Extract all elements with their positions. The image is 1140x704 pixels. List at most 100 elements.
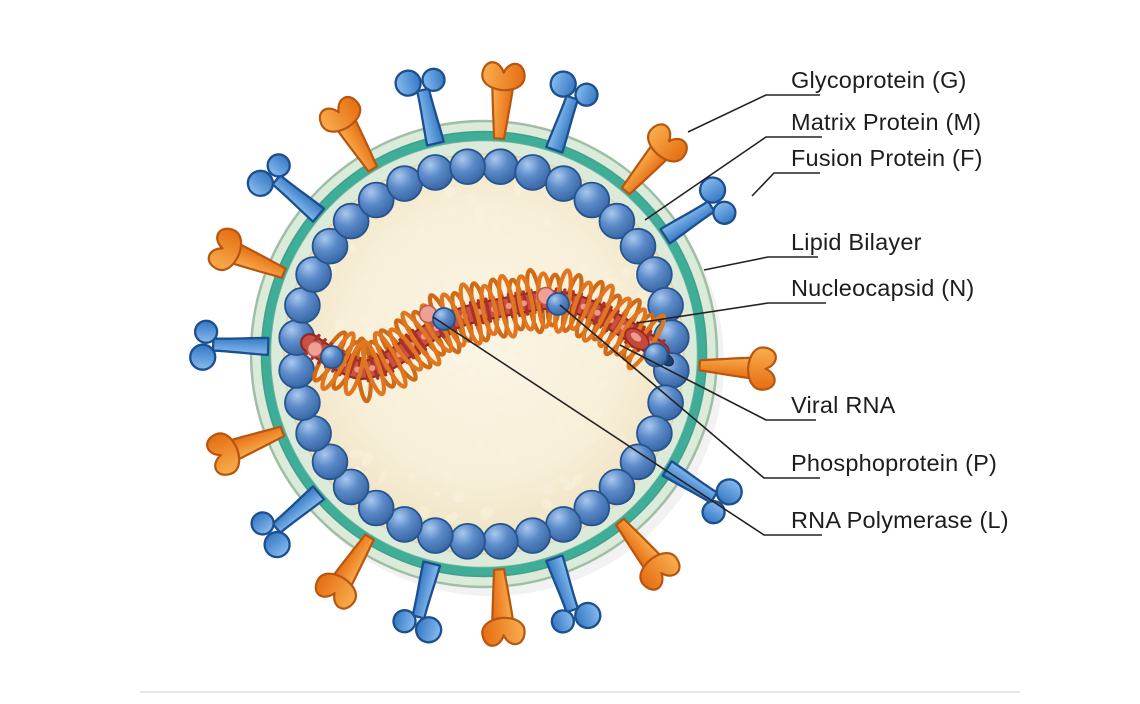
interior-matrix [283,153,685,555]
matrix-protein-sphere [449,522,486,560]
ribbon-highlight [369,365,376,372]
matrix-protein-sphere [449,148,486,186]
matrix-protein-sphere [514,517,551,554]
texture-granule [512,351,525,358]
texture-granule [492,223,502,234]
texture-granule [402,229,410,237]
texture-granule [494,411,508,420]
texture-granule [563,481,577,491]
matrix-protein-sphere [386,165,423,202]
fusion-protein-spike [189,319,270,371]
fusion-head-lobe [550,609,576,634]
nucleocapsid-coil-loop [515,274,536,332]
leader-rna-polymerase [432,316,822,536]
glycoprotein-head [481,61,526,92]
texture-granule [434,278,446,288]
glycoprotein-spike [207,227,287,279]
matrix-protein-sphere [332,468,370,506]
texture-granule [440,470,453,483]
texture-granule [597,380,608,391]
fusion-head-lobe [266,153,291,178]
glycoprotein-spike [481,61,526,140]
texture-granule [443,420,453,429]
phosphoprotein-sphere [320,345,344,369]
capsid-proteins [306,286,674,369]
virus-particle [189,61,777,647]
phosphoprotein-sphere [432,307,456,331]
glycoprotein-stalk [491,83,515,140]
texture-granule [473,205,485,222]
texture-granule [427,462,435,473]
fusion-head-lobe [193,319,219,344]
matrix-protein-sphere [386,506,423,543]
rna-coil-front [320,268,667,397]
texture-granule [391,288,404,300]
texture-granule [380,253,391,261]
matrix-protein-sphere [357,181,395,219]
nucleocapsid-complex [300,267,674,404]
fusion-head-lobe [698,176,727,204]
texture-granule [361,274,373,283]
texture-granule [458,407,470,421]
matrix-protein-sphere [416,517,454,554]
texture-granule [589,435,597,442]
texture-granule [459,418,468,429]
nucleocapsid-coil-loop [400,310,442,367]
matrix-protein-sphere [416,154,454,191]
texture-granule [497,444,507,457]
glycoprotein-head [318,95,362,133]
ribbon-segment [572,292,584,318]
texture-granule [480,505,494,520]
matrix-protein-sphere [332,202,370,240]
matrix-protein-sphere [482,522,519,560]
texture-granule [579,264,589,275]
texture-granule [588,375,598,384]
glycoprotein-head [747,346,777,391]
label-rna-polymerase: RNA Polymerase (L) [791,507,1009,533]
texture-granule [526,427,536,435]
glycoprotein-spike [481,568,526,647]
glycoprotein-stalk [228,425,286,462]
texture-granule [504,455,515,466]
glycoprotein-head [639,551,681,591]
ribbon-highlight [594,309,601,316]
fusion-head-lobe [574,601,602,630]
texture-granule [423,249,438,256]
fusion-head-lobe [246,169,275,197]
rna-polymerase-blob [306,340,324,358]
glycoprotein-head [647,123,688,163]
label-viral-rna: Viral RNA [791,392,896,418]
matrix-protein-sphere [545,506,582,543]
texture-granule [493,206,502,218]
texture-granule [503,415,515,423]
fusion-head-lobe [574,82,599,107]
texture-granule [428,419,437,430]
texture-granule [414,236,425,248]
fusion-head-lobe [715,478,743,506]
texture-granule [588,409,603,419]
matrix-protein-sphere [284,384,321,422]
texture-granule [498,235,506,244]
matrix-protein-sphere [647,384,684,422]
matrix-protein-sphere [284,286,321,324]
fusion-protein-spike [392,560,443,644]
texture-granule [542,218,552,227]
glycoprotein-head [481,616,526,647]
glycoprotein-head [314,572,357,610]
glycoprotein-head [206,432,241,476]
texture-granule [420,199,426,206]
label-glycoprotein: Glycoprotein (G) [791,67,967,93]
texture-granule [488,433,499,442]
fusion-protein-spike [661,460,743,525]
fusion-head-lobe [701,500,726,525]
fusion-head-lobe [549,70,577,98]
matrix-protein-sphere [278,352,316,389]
matrix-protein-sphere [573,489,611,527]
nucleocapsid-coil-loop [372,330,408,389]
texture-granule [557,475,570,484]
leader-nucleocapsid [636,302,826,324]
fusion-protein-spike [246,153,326,223]
fusion-head-lobe [394,69,422,97]
texture-granule [504,234,516,244]
fusion-head-lobe [712,200,737,225]
